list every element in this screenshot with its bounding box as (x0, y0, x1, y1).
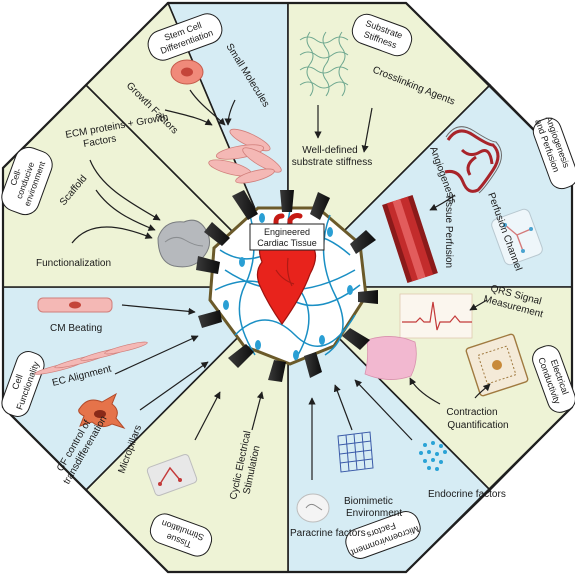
endocrine-label: Endocrine factors (428, 489, 506, 500)
wedge-arrow-top-right (310, 192, 330, 220)
electrode-chip-icon (465, 333, 529, 397)
cardiomyocyte-cells-icon (208, 128, 282, 184)
patch-sheet-icon (364, 336, 417, 380)
tissue-perfusion-vessel-icon (382, 195, 438, 283)
center-title-box (249, 223, 325, 251)
hub-input-arrows (196, 190, 378, 382)
ec-alignment-icon (34, 341, 148, 375)
wedge-arrow-right (358, 290, 378, 304)
angiogenesis-badge (532, 117, 575, 190)
mesh-network-icon (299, 31, 349, 97)
functionality-badge (1, 351, 45, 417)
wedge-arrow-right-upper (350, 230, 376, 254)
wedge-arrow-top (280, 190, 294, 212)
biomimetic-mesh-icon (337, 431, 374, 473)
vessel-network-icon (444, 129, 500, 193)
fiber-nodes (223, 213, 353, 360)
svg-text:Cell-conduciveenvironment: Cell-conduciveenvironment (3, 153, 47, 208)
wedge-arrow-bottom-right (304, 352, 322, 378)
ecg-signal-icon (399, 293, 473, 339)
perfusion-channel-icon (491, 208, 543, 266)
cf-cell-icon (78, 392, 126, 430)
tissue-perfusion-label: Tissue Perfusion (443, 194, 454, 268)
cm-beating-cell-icon (37, 297, 113, 313)
vessel-network-outline (445, 126, 502, 194)
wedge-arrow-left-upper (204, 222, 230, 246)
wedge-arrow-left-lower (198, 310, 222, 328)
stimulation-badge (149, 513, 213, 557)
wedge-arrow-left (196, 256, 220, 274)
wedge-arrow-bottom-left (228, 344, 254, 368)
microenvironment-badge (345, 511, 421, 559)
endocrine-dots-icon (419, 441, 447, 471)
wedge-arrow-top-left (232, 190, 258, 220)
paracrine-cell-icon (296, 493, 330, 523)
cm-beating-label: CM Beating (50, 323, 102, 334)
wedge-arrow-bottom (268, 360, 286, 382)
micropillar-chip-icon (146, 454, 198, 496)
stem-cell-badge (147, 13, 223, 61)
conductivity-badge (532, 345, 575, 413)
functionalization-label: Functionalization (36, 258, 111, 269)
substrate-badge (351, 13, 413, 57)
angiogenesis-section: Angiogenesisand Perfusion Angiogenesis P… (382, 115, 575, 283)
paracrine-label: Paracrine factors (290, 528, 366, 539)
scaffold-icon (157, 219, 210, 268)
wedge-arrow-right-lower (342, 328, 370, 350)
conducive-badge (1, 146, 53, 216)
